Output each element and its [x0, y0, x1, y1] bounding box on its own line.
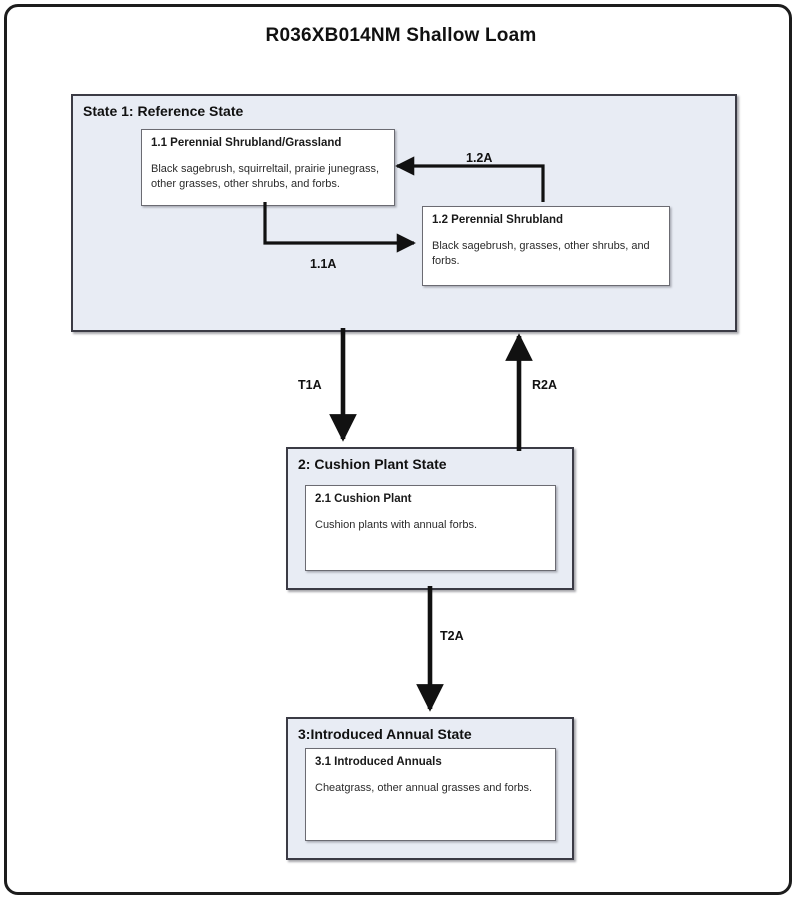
phase-title-3-1: 3.1 Introduced Annuals [315, 756, 442, 768]
transition-label-1-1A: 1.1A [310, 257, 337, 271]
page-title: R036XB014NM Shallow Loam [265, 25, 537, 46]
transition-label-T2A: T2A [440, 629, 464, 643]
phase-body-2-1: Cushion plants with annual forbs. [315, 519, 478, 531]
phase-body-3-1: Cheatgrass, other annual grasses and for… [315, 782, 533, 794]
phase-title-2-1: 2.1 Cushion Plant [315, 493, 412, 505]
phase-box-1-1[interactable]: 1.1 Perennial Shrubland/Grassland Black … [141, 129, 395, 206]
state-title-3: 3:Introduced Annual State [298, 726, 472, 742]
phase-body-1-2: Black sagebrush, grasses, other shrubs, … [432, 240, 653, 267]
state-title-2: 2: Cushion Plant State [298, 456, 447, 472]
phase-box-2-1[interactable]: 2.1 Cushion Plant Cushion plants with an… [305, 485, 556, 571]
diagram-frame: R036XB014NM Shallow Loam State 1: Refere… [4, 4, 792, 895]
phase-body-1-1: Black sagebrush, squirreltail, prairie j… [151, 163, 386, 190]
phase-box-3-1[interactable]: 3.1 Introduced Annuals Cheatgrass, other… [305, 748, 556, 841]
transition-label-R2A: R2A [532, 378, 558, 392]
transition-label-T1A: T1A [298, 378, 322, 392]
state-title-1: State 1: Reference State [83, 103, 244, 119]
transition-label-1-2A: 1.2A [466, 151, 493, 165]
phase-box-1-2[interactable]: 1.2 Perennial Shrubland Black sagebrush,… [422, 206, 670, 286]
phase-title-1-1: 1.1 Perennial Shrubland/Grassland [151, 137, 342, 149]
phase-title-1-2: 1.2 Perennial Shrubland [432, 214, 564, 226]
